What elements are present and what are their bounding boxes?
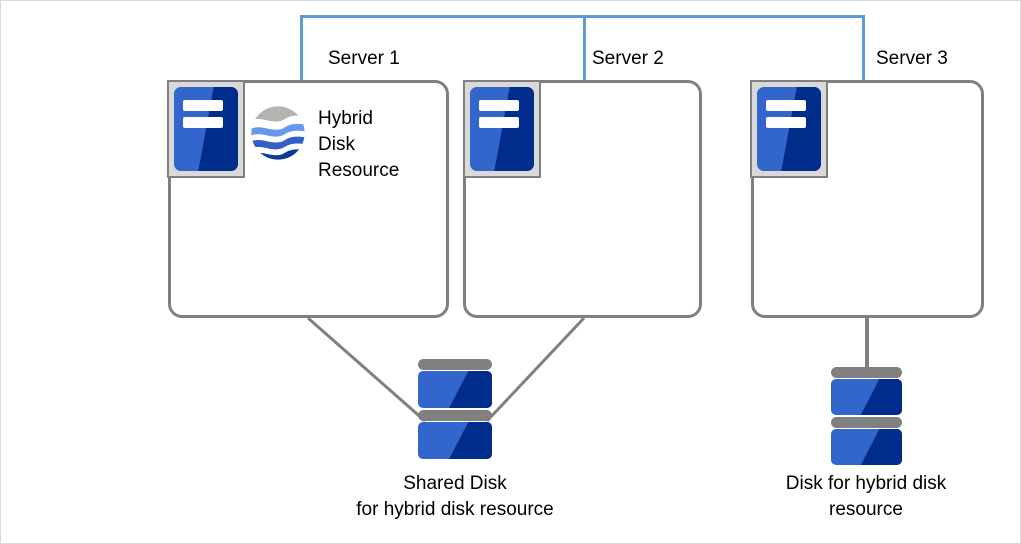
local-disk-caption-line-2: resource — [829, 499, 903, 520]
server-icon-bar-top — [765, 100, 806, 112]
disk-body-lower — [831, 429, 902, 465]
server-machine-icon — [167, 80, 245, 178]
server-machine-icon — [750, 80, 828, 178]
server-icon-bar-bottom — [765, 117, 806, 129]
disk-cap-middle — [831, 417, 902, 428]
disk-cap-middle — [418, 410, 492, 421]
server-3-label: Server 3 — [876, 48, 948, 69]
interconnect-drop-server-2 — [583, 15, 586, 81]
interconnect-drop-server-3 — [862, 15, 865, 81]
server-icon-bar-bottom — [182, 117, 223, 129]
hybrid-disk-resource-line-1: Hybrid — [318, 108, 373, 129]
hybrid-disk-resource-line-2: Disk — [318, 134, 355, 155]
hybrid-disk-resource-line-3: Resource — [318, 160, 400, 181]
server-machine-icon — [463, 80, 541, 178]
disk-body-lower — [418, 422, 492, 459]
local-disk-caption-line-1: Disk for hybrid disk — [785, 473, 947, 494]
local-disk-caption: Disk for hybrid disk resource — [746, 471, 986, 523]
server-machine-icon-body — [757, 87, 821, 171]
disk-cap-top — [418, 359, 492, 370]
hybrid-disk-resource-label: Hybrid Disk Resource — [318, 106, 399, 184]
disk-body-upper — [418, 371, 492, 408]
disk-body-upper — [831, 379, 902, 415]
server-icon-bar-top — [478, 100, 519, 112]
server-machine-icon-body — [470, 87, 534, 171]
shared-disk-caption: Shared Disk for hybrid disk resource — [335, 471, 575, 523]
hybrid-disk-resource-globe-icon — [249, 104, 307, 162]
connector-server2-to-shared-disk — [485, 316, 586, 423]
connector-server3-to-local-disk — [865, 317, 869, 371]
interconnect-horizontal-line — [300, 15, 865, 18]
disk-stack-icon[interactable] — [418, 359, 492, 459]
connector-server1-to-shared-disk — [307, 316, 426, 423]
server-1-label: Server 1 — [328, 48, 400, 69]
interconnect-drop-server-1 — [300, 15, 303, 81]
shared-disk-caption-line-1: Shared Disk — [403, 473, 507, 494]
disk-cap-top — [831, 367, 902, 378]
server-icon-bar-bottom — [478, 117, 519, 129]
server-icon-bar-top — [182, 100, 223, 112]
globe-icon-svg — [251, 106, 305, 160]
server-2-label: Server 2 — [592, 48, 664, 69]
shared-disk-caption-line-2: for hybrid disk resource — [356, 499, 554, 520]
disk-stack-icon[interactable] — [831, 367, 902, 465]
server-machine-icon-body — [174, 87, 238, 171]
